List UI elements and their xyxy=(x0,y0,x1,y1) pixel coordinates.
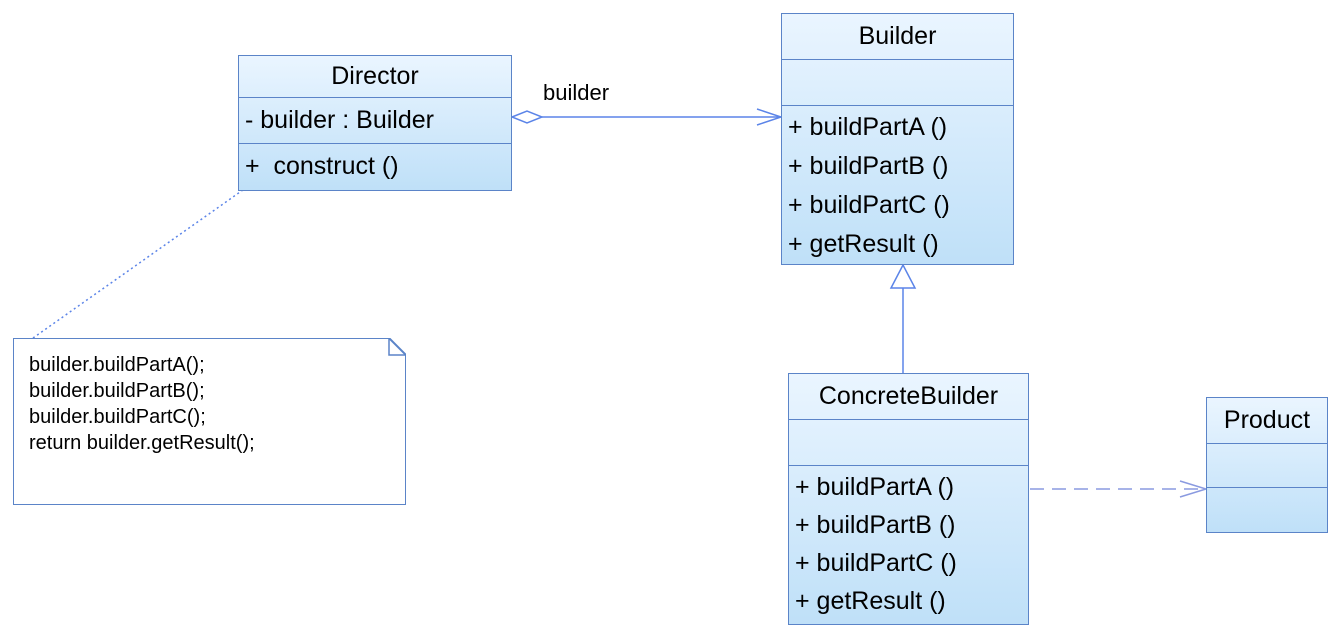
concrete-builder-class-name: ConcreteBuilder xyxy=(818,382,999,410)
builder-attributes xyxy=(782,59,1013,105)
product-operations xyxy=(1207,487,1327,532)
note-line: builder.buildPartC(); xyxy=(29,406,206,428)
product-class-name: Product xyxy=(1223,406,1311,434)
builder-operation: + buildPartB () xyxy=(788,152,949,180)
director-operation: + construct () xyxy=(245,152,399,180)
concrete-builder-class[interactable]: ConcreteBuilder + buildPartA () + buildP… xyxy=(788,373,1029,625)
builder-operation: + getResult () xyxy=(788,230,939,258)
note-outline xyxy=(13,338,406,505)
director-attributes: - builder : Builder xyxy=(239,97,511,143)
concrete-builder-operations: + buildPartA () + buildPartB () + buildP… xyxy=(789,465,1028,620)
director-attribute: - builder : Builder xyxy=(245,106,434,134)
product-attributes xyxy=(1207,443,1327,487)
note-body: builder.buildPartA(); builder.buildPartB… xyxy=(29,352,406,456)
note-anchor-line xyxy=(32,184,251,339)
generalization-triangle xyxy=(889,263,917,289)
director-class[interactable]: Director - builder : Builder + construct… xyxy=(238,55,512,191)
builder-operation: + buildPartA () xyxy=(788,113,948,141)
product-class[interactable]: Product xyxy=(1206,397,1328,533)
construct-note[interactable]: builder.buildPartA(); builder.buildPartB… xyxy=(13,338,406,505)
builder-class-name: Builder xyxy=(858,22,937,50)
concrete-builder-operation: + buildPartA () xyxy=(795,473,955,501)
builder-class[interactable]: Builder + buildPartA () + buildPartB () … xyxy=(781,13,1014,265)
note-line: builder.buildPartB(); xyxy=(29,380,205,402)
concrete-builder-operation: + buildPartB () xyxy=(795,511,956,539)
builder-operation: + buildPartC () xyxy=(788,191,950,219)
note-line: return builder.getResult(); xyxy=(29,432,255,454)
director-operations: + construct () xyxy=(239,143,511,190)
aggregation-diamond xyxy=(509,110,545,124)
builder-operations: + buildPartA () + buildPartB () + buildP… xyxy=(782,105,1013,264)
association-label: builder xyxy=(543,80,610,105)
note-line: builder.buildPartA(); xyxy=(29,354,205,376)
director-class-name: Director xyxy=(331,62,419,90)
concrete-builder-attributes xyxy=(789,419,1028,465)
concrete-builder-operation: + buildPartC () xyxy=(795,549,957,577)
concrete-builder-operation: + getResult () xyxy=(795,587,946,615)
